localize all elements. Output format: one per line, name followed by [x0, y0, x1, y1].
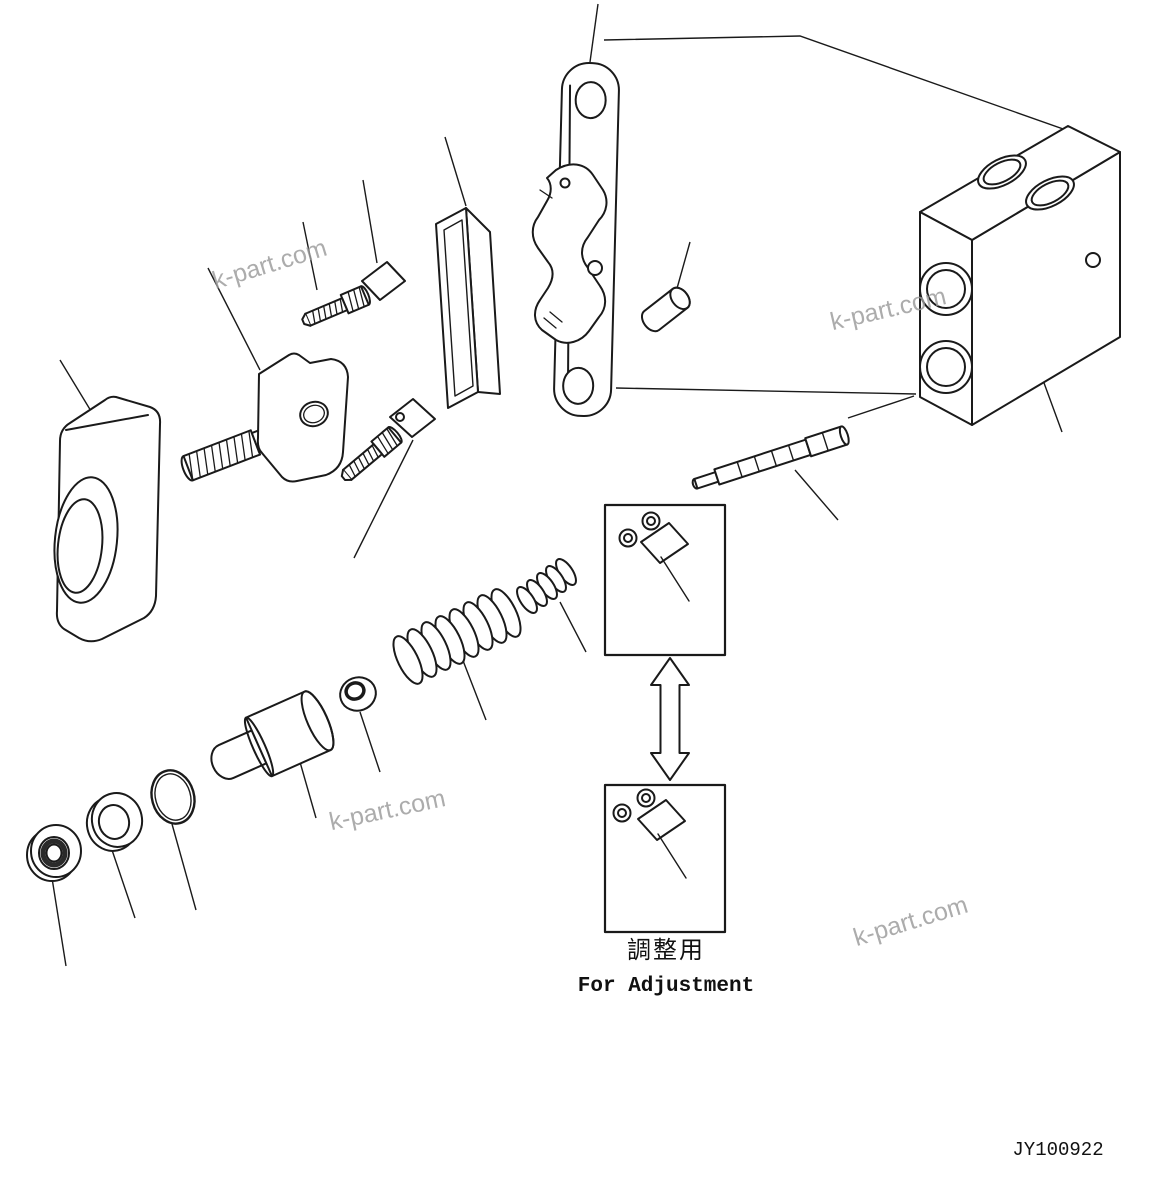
leader-line	[362, 179, 378, 264]
projection-lines	[589, 3, 1067, 419]
cam-follower	[531, 163, 608, 344]
drawing-number: JY100922	[1012, 1139, 1103, 1161]
leader-line	[171, 823, 197, 911]
leader-line	[353, 439, 414, 559]
leader-line	[51, 877, 67, 967]
top-port-hole	[977, 154, 1027, 190]
watermark-top-left: k-part.com	[209, 234, 330, 295]
projection-line	[847, 395, 915, 419]
projection-line	[589, 3, 599, 63]
seal-ring	[85, 792, 144, 852]
leader-line	[299, 761, 317, 819]
leader-line	[207, 267, 261, 371]
dust-cover	[53, 395, 162, 643]
socket-bolt-lower	[340, 426, 403, 481]
link-plate-top-hole	[574, 81, 607, 120]
leader-line	[302, 221, 318, 291]
adjustment-label-en: For Adjustment	[578, 975, 754, 998]
spool-rod	[691, 425, 850, 490]
shim-lower	[389, 398, 436, 438]
double-arrow	[650, 657, 690, 781]
leader-line	[59, 359, 95, 417]
cam-hole	[587, 260, 603, 276]
face-small-hole	[1085, 252, 1101, 268]
leader-line	[559, 601, 587, 653]
pin	[640, 286, 691, 333]
o-ring	[150, 769, 196, 825]
leader-line	[111, 849, 136, 919]
adjustment-detail-box-top	[603, 503, 727, 657]
watermark-centre: k-part.com	[327, 784, 448, 836]
leader-line	[359, 711, 381, 773]
valve-body-block	[919, 125, 1121, 426]
spring-seat	[339, 676, 377, 712]
projection-line	[615, 387, 917, 395]
leader-line	[794, 469, 839, 521]
end-cap	[26, 824, 82, 882]
leader-lines	[51, 136, 1063, 967]
adjustment-screw-bracket	[180, 352, 349, 483]
plunger	[210, 690, 335, 780]
guide-plate	[435, 207, 501, 409]
top-port-hole	[1025, 175, 1075, 211]
leader-line	[461, 657, 487, 721]
adjustment-detail-box-bottom	[603, 783, 727, 934]
spring-large	[392, 588, 522, 685]
watermark-bottom-right: k-part.com	[850, 891, 971, 952]
socket-bolt-upper	[301, 285, 371, 327]
projection-line	[603, 35, 1067, 131]
cam-pivot-hole	[559, 177, 571, 189]
shim-upper	[361, 261, 406, 301]
adjustment-label-ja: 調整用	[627, 936, 705, 964]
leader-line	[444, 136, 467, 207]
spring-small	[516, 558, 577, 614]
leader-line	[675, 241, 691, 293]
link-plate-bottom-hole	[562, 366, 595, 405]
